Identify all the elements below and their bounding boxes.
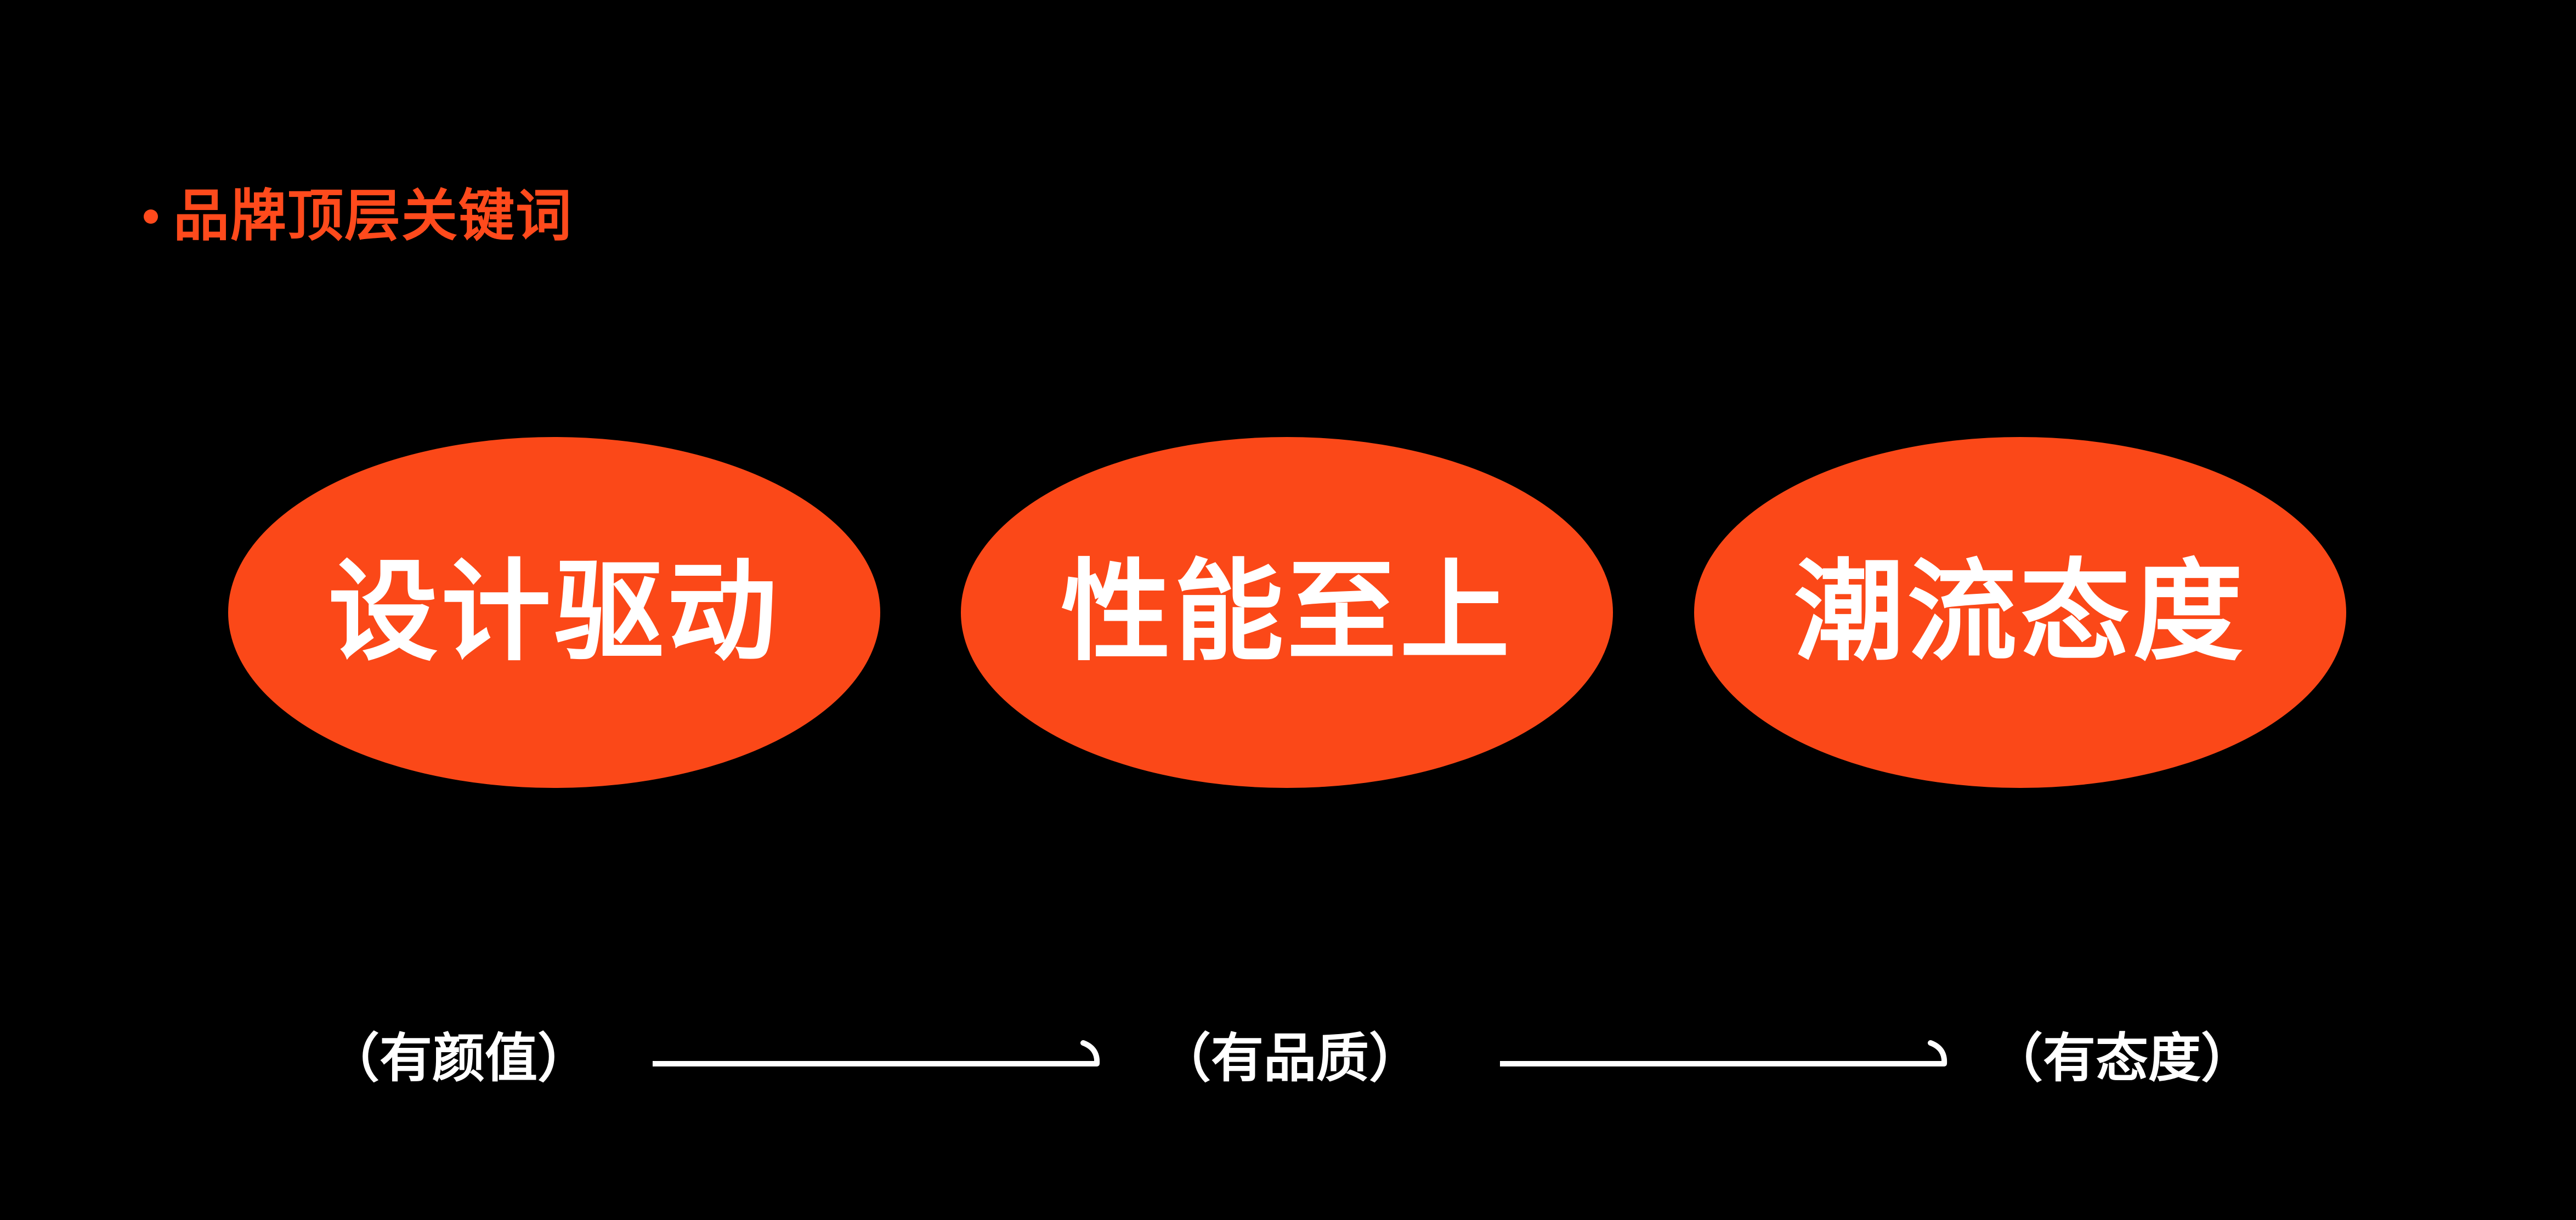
arrow-right-icon	[1500, 1040, 1947, 1066]
keyword-label: 潮流态度	[1794, 548, 2246, 676]
keyword-ellipse-performance: 性能至上	[961, 437, 1613, 788]
keyword-label: 设计驱动	[328, 548, 780, 676]
keyword-sublabel: （有品质）	[1158, 1028, 1422, 1089]
keyword-ellipse-design: 设计驱动	[228, 437, 880, 788]
arrow-right-icon	[653, 1040, 1100, 1066]
heading-text: 品牌顶层关键词	[173, 184, 573, 249]
keyword-ellipse-trend: 潮流态度	[1694, 437, 2346, 788]
section-heading: 品牌顶层关键词	[144, 181, 573, 252]
keyword-sublabel: （有态度）	[1990, 1028, 2254, 1089]
keyword-sublabel: （有颜值）	[327, 1028, 590, 1089]
bullet-dot-icon	[144, 209, 158, 224]
keyword-label: 性能至上	[1061, 548, 1513, 676]
